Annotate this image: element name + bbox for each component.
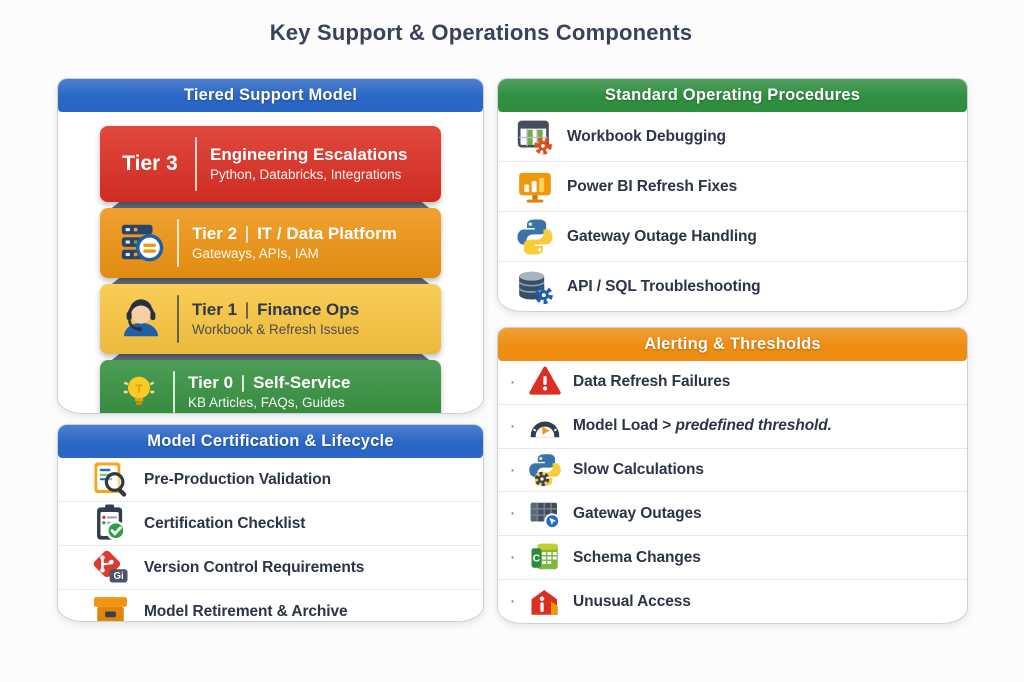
tier-1-block: Tier 1 Finance Ops Workbook & Refresh Is… [100, 284, 441, 354]
list-item-label: Data Refresh Failures [573, 373, 731, 391]
list-item-label: Version Control Requirements [144, 558, 365, 576]
server-icon [121, 224, 164, 262]
list-item-model-load-threshold: · Model Load > predefined threshold. [498, 403, 967, 448]
tier-2-subtitle: Gateways, APIs, IAM [192, 245, 319, 261]
warning-triangle-icon [529, 367, 561, 396]
list-item-pre-production-validation: Pre-Production Validation [58, 458, 483, 501]
gauge-icon [530, 421, 560, 438]
list-item-power-bi-refresh-fixes: Power BI Refresh Fixes [498, 161, 967, 211]
bullet-point: · [509, 371, 516, 393]
power-bi-chart-icon [519, 172, 551, 203]
bullet-point: · [509, 503, 516, 525]
tier-3-title: Engineering Escalations [210, 145, 408, 165]
list-item-schema-changes: · C Schema Changes [498, 535, 967, 579]
tier-divider [177, 219, 179, 267]
panel-header-alerting: Alerting & Thresholds [498, 328, 967, 361]
tier-0-label: Tier 0 [188, 373, 234, 393]
tier-3-subtitle: Python, Databricks, Integrations [210, 166, 402, 182]
tier-1-label: Tier 1 [192, 300, 238, 320]
list-item-label: Pre-Production Validation [144, 470, 331, 488]
list-item-version-control-requirements: Gi Version Control Requirements [58, 545, 483, 589]
tier-0-title: Self-Service [253, 373, 351, 393]
workbook-gear-icon [517, 120, 552, 155]
bullet-point: · [509, 591, 516, 613]
list-item-label: Certification Checklist [144, 514, 306, 532]
page-title: Key Support & Operations Components [269, 20, 693, 45]
list-item-label: Model Load > [573, 417, 676, 435]
tier-2-label: Tier 2 [192, 224, 238, 244]
bullet-point: · [509, 547, 516, 569]
tier-divider [195, 137, 197, 191]
support-agent-icon [123, 299, 159, 337]
panel-header-certification: Model Certification & Lifecycle [58, 425, 483, 458]
list-item-slow-calculations: · Slow Calculations [498, 447, 967, 492]
lightbulb-icon [123, 376, 155, 405]
list-item-label: Gateway Outages [573, 504, 702, 522]
git-badge: Gi [113, 571, 123, 582]
list-item-certification-checklist: Certification Checklist [58, 501, 483, 545]
list-item-gateway-outage-handling: Gateway Outage Handling [498, 211, 967, 261]
panel-tiered-support-model: Tiered Support Model Tier 3 Engineering … [57, 78, 484, 414]
tier-2-block: Tier 2 IT / Data Platform Gateways, APIs… [100, 208, 441, 278]
grid-pointer-icon [530, 502, 561, 529]
bullet-point: · [509, 415, 516, 437]
tier-1-title: Finance Ops [257, 300, 360, 320]
list-item-label: Schema Changes [573, 548, 701, 566]
list-item-label: Power BI Refresh Fixes [567, 177, 738, 195]
panel-standard-operating-procedures: Standard Operating Procedures Workbook D… [497, 78, 968, 312]
list-item-label: API / SQL Troubleshooting [567, 277, 761, 295]
list-item-api-sql-troubleshooting: API / SQL Troubleshooting [498, 261, 967, 311]
tier-stack: Tier 3 Engineering Escalations Python, D… [58, 112, 483, 413]
database-gear-icon [518, 271, 553, 304]
tier-0-subtitle: KB Articles, FAQs, Guides [188, 394, 345, 410]
tier-0-block: Tier 0 Self-Service KB Articles, FAQs, G… [100, 360, 441, 413]
tier-divider [177, 295, 179, 343]
list-item-label: Workbook Debugging [567, 127, 726, 145]
tier-2-title: IT / Data Platform [257, 224, 397, 244]
tier-1-subtitle: Workbook & Refresh Issues [192, 321, 360, 337]
panel-header-sop: Standard Operating Procedures [498, 79, 967, 112]
clipboard-check-icon [97, 504, 126, 541]
list-item-label: Gateway Outage Handling [567, 227, 757, 245]
list-item-gateway-outages: · Gateway Outages [498, 491, 967, 535]
list-item-model-retirement-archive: Model Retirement & Archive [58, 589, 483, 621]
git-icon: Gi [93, 550, 128, 583]
python-icon [517, 219, 553, 254]
list-item-label: Slow Calculations [573, 461, 704, 479]
list-item-label-italic: predefined threshold. [675, 417, 832, 435]
panel-model-certification: Model Certification & Lifecycle Pre-Prod… [57, 424, 484, 622]
sheet-badge: C [533, 552, 541, 564]
list-item-label: Model Retirement & Archive [144, 602, 348, 620]
list-item-label: Unusual Access [573, 592, 691, 610]
house-alert-icon [531, 589, 558, 615]
panel-header-tiered-support: Tiered Support Model [58, 79, 483, 112]
panel-alerting-thresholds: Alerting & Thresholds · Data Refresh Fai… [497, 327, 968, 624]
list-item-workbook-debugging: Workbook Debugging [498, 112, 967, 161]
tier-divider [173, 371, 175, 413]
schema-sheet-icon: C [531, 543, 558, 569]
tier-3-block: Tier 3 Engineering Escalations Python, D… [100, 126, 441, 202]
bullet-point: · [509, 459, 516, 481]
list-item-data-refresh-failures: · Data Refresh Failures [498, 361, 967, 404]
python-gear-icon [529, 454, 561, 487]
tier-3-label: Tier 3 [122, 152, 178, 175]
document-magnifier-icon [94, 462, 127, 497]
archive-box-icon [94, 597, 127, 621]
list-item-unusual-access: · Unusual Access [498, 579, 967, 623]
